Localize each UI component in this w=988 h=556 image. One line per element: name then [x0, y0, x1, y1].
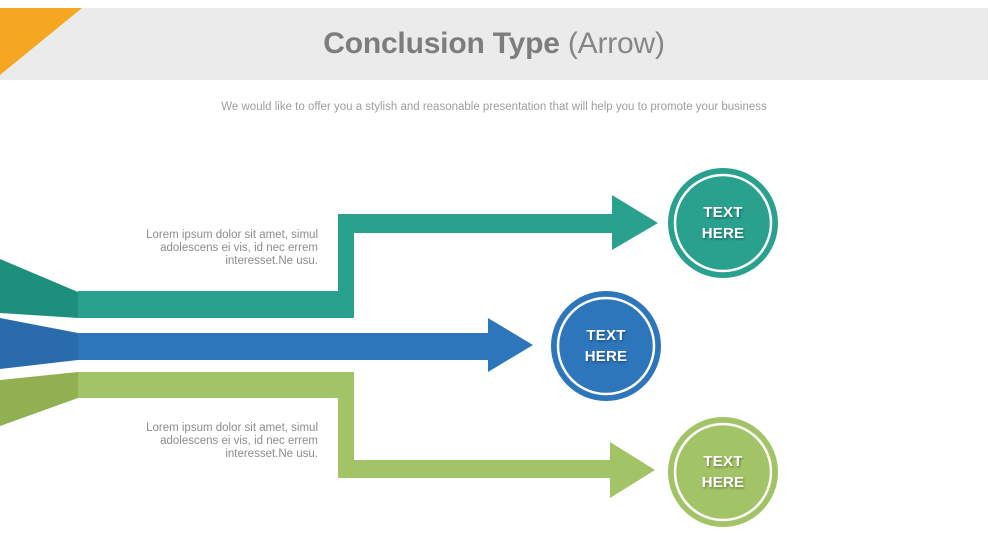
- arrow-middle-wedge: [0, 318, 78, 369]
- circle-middle-ring: [556, 296, 656, 396]
- title-main: Conclusion Type: [323, 27, 560, 60]
- circle-label-middle: TEXT HERE: [551, 291, 661, 401]
- description-line: interesset.Ne usu.: [225, 255, 318, 267]
- circle-label-line: HERE: [701, 474, 745, 491]
- circle-middle: [551, 291, 661, 401]
- circle-label-line: TEXT: [586, 327, 626, 344]
- arrow-top-wedge: [0, 259, 78, 318]
- arrow-middle-head-icon: [488, 318, 533, 372]
- circle-top-ring: [673, 173, 773, 273]
- title-sub: (Arrow): [567, 27, 665, 60]
- description-line: Lorem ipsum dolor sit amet, simul: [146, 422, 318, 434]
- description-line: Lorem ipsum dolor sit amet, simul: [146, 229, 318, 241]
- arrow-bottom-riser: [338, 372, 354, 478]
- description-top: Lorem ipsum dolor sit amet, simul adoles…: [108, 229, 318, 268]
- slide-header: Conclusion Type (Arrow): [0, 8, 988, 80]
- circle-label-bottom: TEXT HERE: [668, 417, 778, 527]
- circle-label-top: TEXT HERE: [668, 168, 778, 278]
- arrow-top-riser: [338, 214, 354, 318]
- slide-subtitle: We would like to offer you a stylish and…: [221, 101, 767, 113]
- circle-label-line: HERE: [701, 225, 745, 242]
- description-line: interesset.Ne usu.: [225, 448, 318, 460]
- description-line: adolescens ei vis, id nec errem: [160, 435, 318, 447]
- arrow-top-upper-bar: [338, 214, 612, 233]
- circle-bottom-ring: [673, 422, 773, 522]
- arrow-top-head-icon: [612, 195, 658, 250]
- circle-label-line: TEXT: [703, 453, 743, 470]
- arrow-top-lower-bar: [78, 291, 354, 318]
- arrow-bottom-green: [0, 372, 778, 527]
- arrow-middle-bar: [78, 333, 488, 360]
- circle-label-line: TEXT: [703, 204, 743, 221]
- description-bottom: Lorem ipsum dolor sit amet, simul adoles…: [108, 422, 318, 461]
- circle-top: [668, 168, 778, 278]
- arrow-bottom-wedge: [0, 372, 78, 426]
- circle-bottom: [668, 417, 778, 527]
- arrow-bottom-upper-bar: [78, 372, 354, 398]
- page-title: Conclusion Type (Arrow): [323, 27, 665, 61]
- arrow-bottom-lower-bar: [338, 460, 610, 478]
- description-line: adolescens ei vis, id nec errem: [160, 242, 318, 254]
- circle-label-line: HERE: [584, 348, 628, 365]
- arrow-bottom-head-icon: [610, 442, 655, 498]
- arrow-top-teal: [0, 168, 778, 318]
- arrow-middle-blue: [0, 291, 661, 401]
